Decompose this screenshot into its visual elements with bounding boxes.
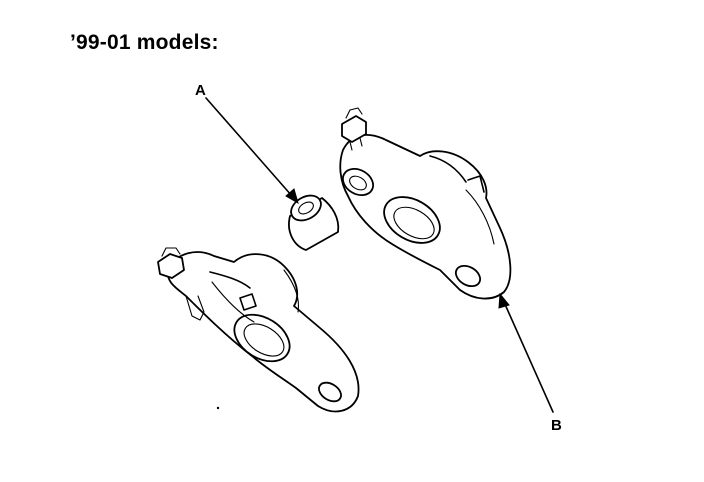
rocker-pin-a: [288, 194, 340, 251]
page-title: ’99-01 models:: [70, 31, 219, 54]
leader-line-a: [205, 97, 299, 205]
rocker-arm-left: [157, 247, 360, 413]
leader-line-b: [498, 292, 554, 413]
stray-dot: [216, 406, 220, 410]
rocker-arm-right: [339, 107, 512, 300]
callout-label-b: B: [551, 417, 562, 434]
callout-label-a: A: [195, 82, 206, 99]
